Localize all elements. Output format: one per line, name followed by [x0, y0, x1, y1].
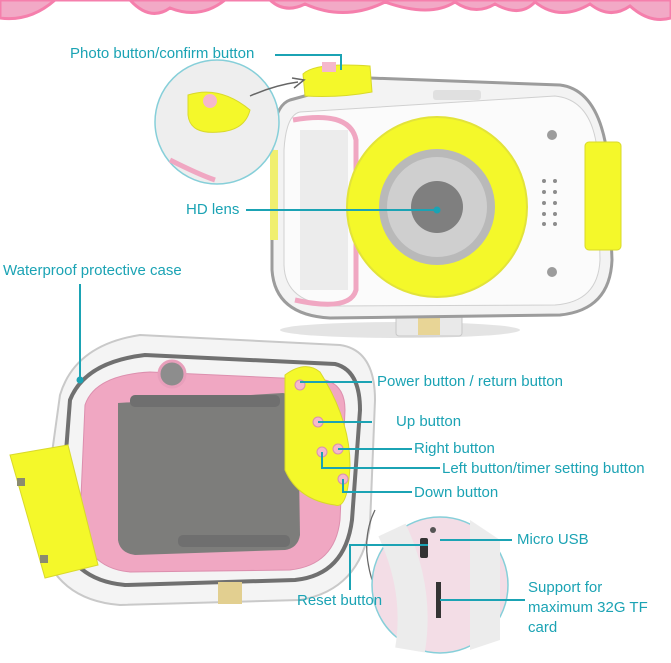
tf-card-label: Support for maximum 32G TF card — [528, 579, 648, 636]
reset-button-label: Reset button — [297, 592, 383, 609]
back-camera-view — [9, 333, 377, 607]
up-button-label: Up button — [396, 413, 462, 430]
leader-lines — [76, 54, 525, 601]
power-button-label: Power button / return button — [377, 373, 563, 390]
shutter-detail-circle — [154, 59, 306, 185]
hd-lens-label: HD lens — [186, 201, 240, 218]
down-button-label: Down button — [414, 484, 499, 501]
micro-usb-label: Micro USB — [517, 531, 589, 548]
front-camera-view — [270, 62, 622, 338]
left-button-label: Left button/timer setting button — [442, 460, 645, 477]
scalloped-banner — [0, 0, 671, 21]
right-button-label: Right button — [414, 440, 495, 457]
port-detail-circle — [371, 516, 509, 654]
photo-button-label: Photo button/confirm button — [70, 45, 255, 62]
waterproof-case-label: Waterproof protective case — [3, 262, 182, 279]
